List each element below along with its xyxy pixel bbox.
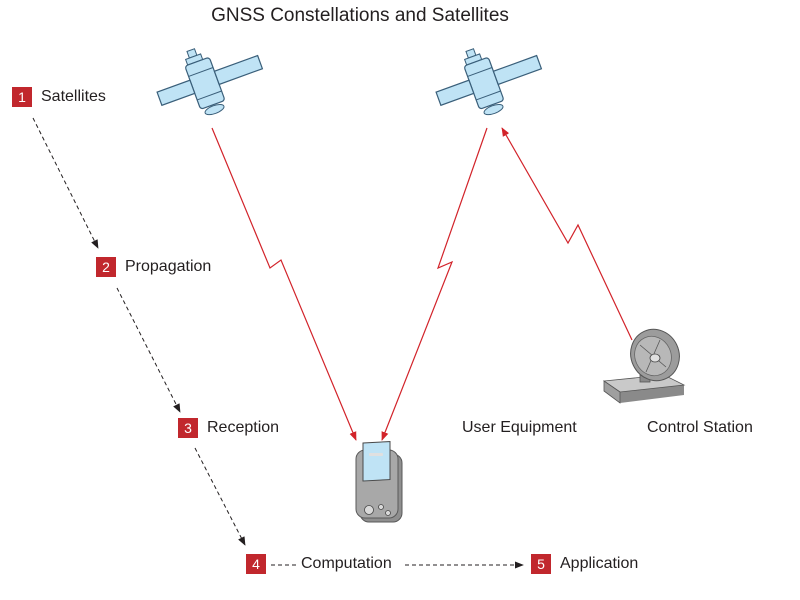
flow-arrow-1-2 (32, 117, 99, 249)
control-station-dish-icon (602, 328, 686, 404)
step-reception: 3 Reception (178, 418, 279, 438)
step-number-badge: 1 (12, 87, 32, 107)
step-number-badge: 4 (246, 554, 266, 574)
signal-sat1-to-receiver (211, 127, 357, 441)
step-application: 5 Application (531, 554, 638, 574)
step-label: Satellites (41, 88, 106, 105)
step-number-badge: 2 (96, 257, 116, 277)
gnss-receiver-icon (355, 441, 403, 523)
flow-arrow-2-3 (116, 287, 181, 413)
step-number-badge: 3 (178, 418, 198, 438)
step-propagation: 2 Propagation (96, 257, 211, 277)
control-station-label: Control Station (647, 419, 753, 436)
step-label: Application (560, 555, 639, 572)
signal-sat2-to-receiver (381, 127, 488, 441)
step-computation: 4 Computation (246, 554, 392, 574)
signal-control-station-to-sat2 (501, 127, 633, 341)
step-label: Reception (207, 419, 280, 436)
step-label: Propagation (125, 258, 212, 275)
step-label: Computation (301, 555, 392, 572)
step-satellites: 1 Satellites (12, 87, 106, 107)
satellite-icon (435, 48, 543, 116)
flow-arrow-3-4 (194, 447, 246, 546)
step-number-badge: 5 (531, 554, 551, 574)
diagram-title: GNSS Constellations and Satellites (211, 5, 509, 26)
satellite-icon (156, 48, 264, 116)
user-equipment-label: User Equipment (462, 419, 577, 436)
